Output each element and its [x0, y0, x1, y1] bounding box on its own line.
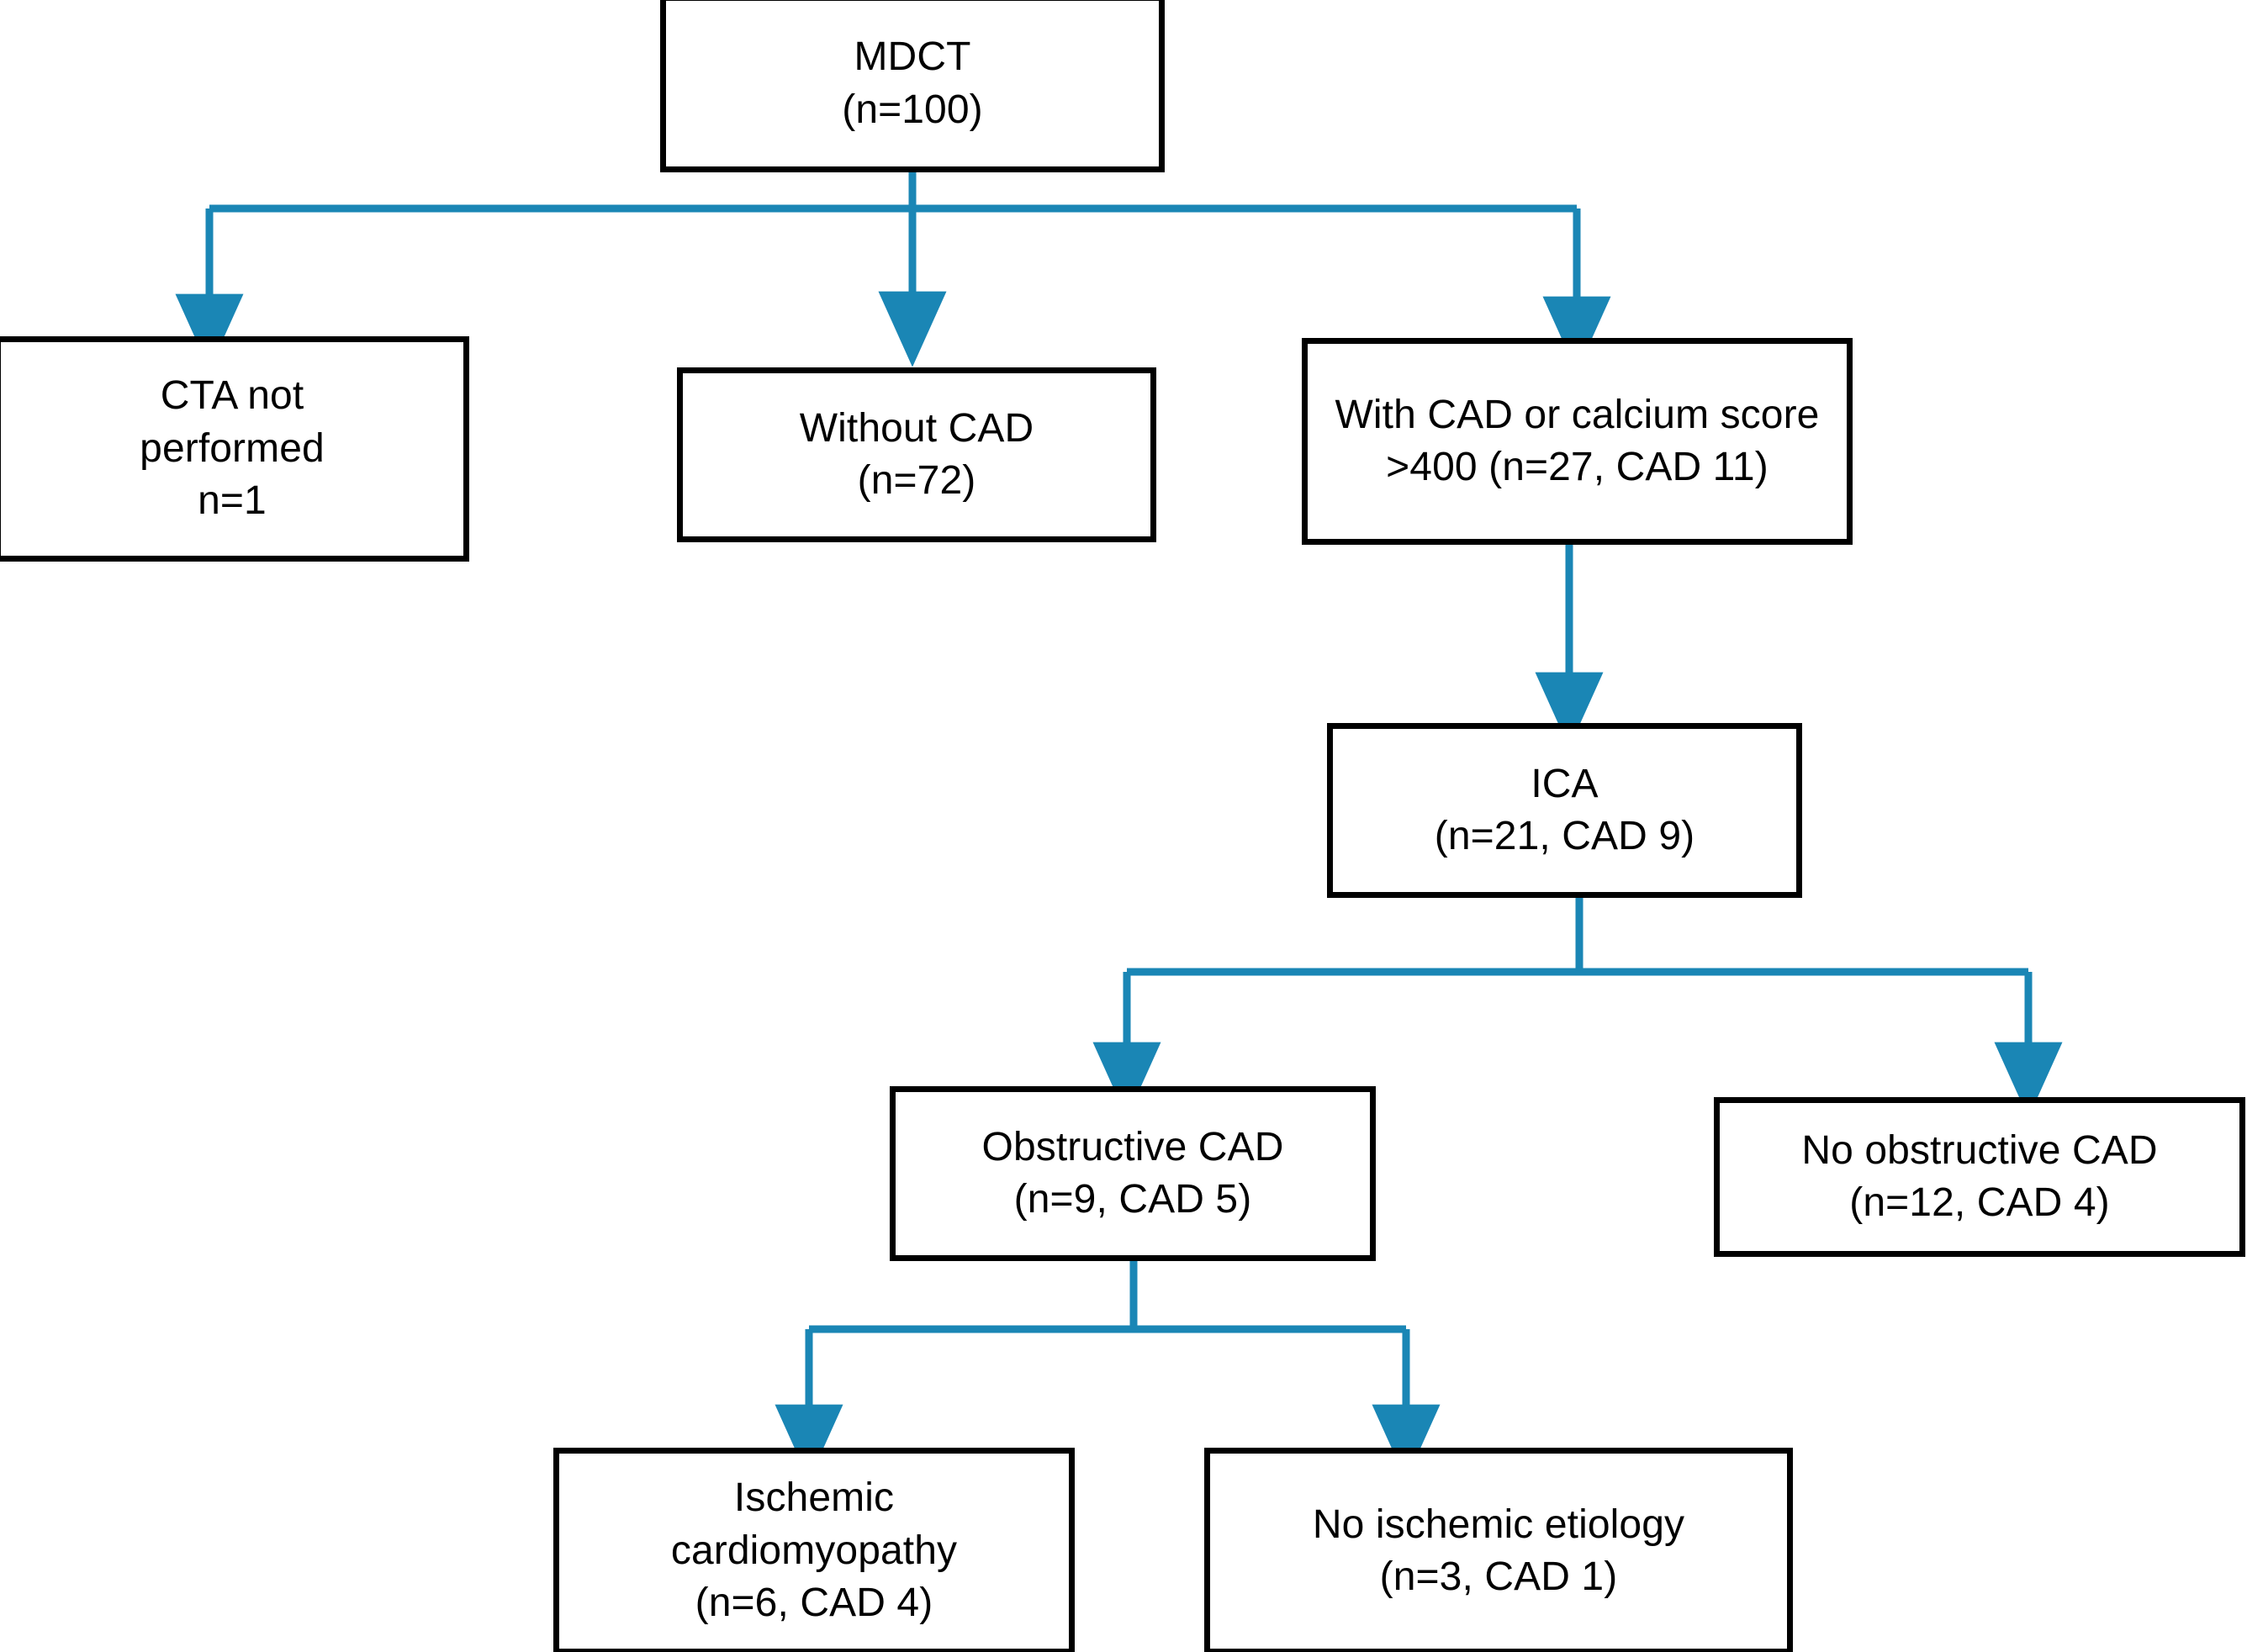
- node-no-ischemic-etiology[interactable]: No ischemic etiology (n=3, CAD 1): [1204, 1448, 1793, 1652]
- node-cta-not-performed[interactable]: CTA not performed n=1: [0, 336, 469, 562]
- node-ica[interactable]: ICA (n=21, CAD 9): [1327, 723, 1802, 898]
- node-no-obstructive-cad-label: No obstructive CAD (n=12, CAD 4): [1801, 1127, 2158, 1225]
- node-without-cad-label: Without CAD (n=72): [799, 405, 1034, 503]
- node-no-obstructive-cad[interactable]: No obstructive CAD (n=12, CAD 4): [1714, 1097, 2245, 1257]
- node-ischemic-cardiomyopathy-label: Ischemic cardiomyopathy (n=6, CAD 4): [670, 1475, 958, 1626]
- node-mdct[interactable]: MDCT (n=100): [660, 0, 1165, 172]
- node-obstructive-cad[interactable]: Obstructive CAD (n=9, CAD 5): [890, 1086, 1376, 1261]
- node-mdct-label: MDCT (n=100): [842, 34, 983, 132]
- node-ica-label: ICA (n=21, CAD 9): [1434, 761, 1695, 858]
- node-cta-not-performed-label: CTA not performed n=1: [140, 373, 325, 524]
- node-with-cad-or-calcium-score[interactable]: With CAD or calcium score >400 (n=27, CA…: [1302, 338, 1853, 545]
- node-obstructive-cad-label: Obstructive CAD (n=9, CAD 5): [981, 1124, 1284, 1222]
- node-no-ischemic-etiology-label: No ischemic etiology (n=3, CAD 1): [1312, 1502, 1685, 1599]
- node-ischemic-cardiomyopathy[interactable]: Ischemic cardiomyopathy (n=6, CAD 4): [553, 1448, 1075, 1652]
- node-without-cad[interactable]: Without CAD (n=72): [677, 367, 1156, 542]
- node-with-cad-or-calcium-score-label: With CAD or calcium score >400 (n=27, CA…: [1335, 392, 1820, 489]
